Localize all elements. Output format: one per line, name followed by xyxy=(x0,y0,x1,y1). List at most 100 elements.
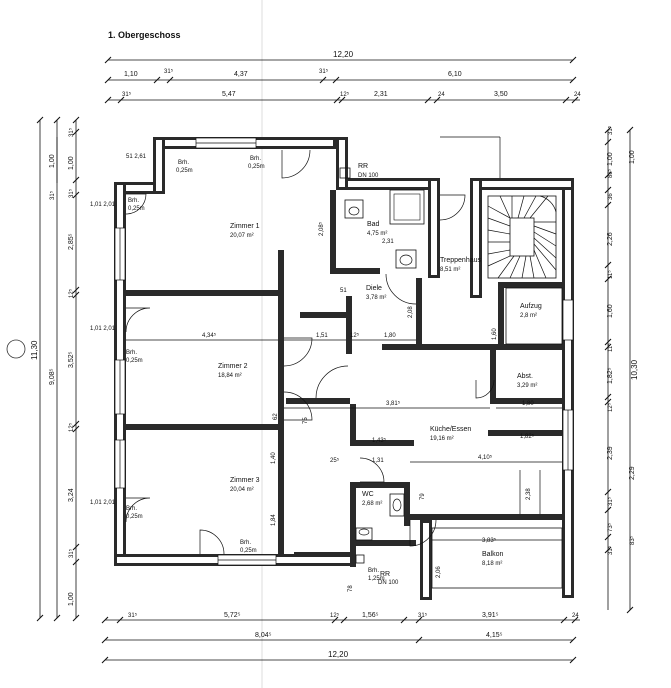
dim-bot-r2-2: 4,15⁵ xyxy=(486,632,503,639)
dn-label-bottom: DN 100 xyxy=(378,580,399,586)
brh-4-val: 0,25m xyxy=(126,358,143,364)
dim-top-r3-3: 12⁵ xyxy=(340,91,350,98)
staircase xyxy=(487,195,557,279)
room-area-kueche: 19,16 m² xyxy=(430,436,454,442)
dim-top-r3-2: 5,47 xyxy=(222,91,236,98)
idim-21: 62 xyxy=(273,413,279,420)
room-name-balkon: Balkon xyxy=(482,551,504,558)
room-area-balkon: 8,18 m² xyxy=(482,561,502,567)
dim-top-total: 12,20 xyxy=(333,50,354,59)
brh-3: Brh. xyxy=(128,198,139,204)
dim-right-outer: 10,30 xyxy=(630,359,639,380)
window-label-5: 1,01 2,01 xyxy=(90,500,116,506)
room-area-zimmer1: 20,07 m² xyxy=(230,233,254,239)
room-name-treppenhaus: Treppenhaus xyxy=(440,257,481,264)
dim-right-m-3: 83⁵ xyxy=(629,535,636,545)
dim-left-i-8: 3,24 xyxy=(68,488,75,502)
dim-right-i-9: 1,82⁵ xyxy=(607,367,614,384)
dim-right-m-1: 1,00 xyxy=(629,150,636,164)
dim-top-r3-6: 3,50 xyxy=(494,91,508,98)
idim-10: 3,83⁵ xyxy=(482,537,497,544)
brh-1: Brh. xyxy=(178,160,189,166)
idim-20: 79 xyxy=(420,493,426,500)
bath-fixtures xyxy=(339,167,425,564)
dim-bot-6: 3,91⁵ xyxy=(482,612,499,619)
idim-12: 2,08⁵ xyxy=(318,221,325,236)
idim-13: 2,08 xyxy=(408,306,414,318)
dim-top-r3-7: 24 xyxy=(574,92,581,98)
dim-left-i-2: 1,00 xyxy=(68,156,75,170)
dim-right-i-2: 1,00 xyxy=(607,152,614,166)
dim-left-outer-2: 11,30 xyxy=(30,340,39,360)
brh-5: Brh. xyxy=(126,506,137,512)
dim-bot-3: 12⁵ xyxy=(330,612,340,619)
window-label-8: 51 2,61 xyxy=(126,154,147,160)
dn-label-top: DN 100 xyxy=(358,173,379,179)
elevator-balcony xyxy=(431,287,563,589)
dim-bot-2: 5,72⁵ xyxy=(224,612,241,619)
window-label-4: 1,01 2,01 xyxy=(90,326,116,332)
room-area-treppenhaus: 8,51 m² xyxy=(440,267,460,273)
brh-3-val: 0,25m xyxy=(128,206,145,212)
idim-8: 4,10⁵ xyxy=(478,454,493,461)
idim-9: 1,82⁵ xyxy=(520,433,535,440)
dim-right-i-14: 31⁵ xyxy=(607,545,614,555)
dim-left-i-7: 12⁵ xyxy=(68,422,75,432)
dim-right-i-13: 73⁵ xyxy=(607,522,614,532)
dim-left-i-5: 12⁵ xyxy=(68,288,75,298)
room-name-wc: WC xyxy=(362,491,374,498)
idim-24: 25⁵ xyxy=(330,457,340,464)
punch-hole xyxy=(6,339,26,359)
idim-11: 2,31 xyxy=(382,239,394,245)
brh-6-val: 0,25m xyxy=(240,548,257,554)
notes: RR DN 100 RR DN 100 Brh. 0,25m Brh. 0,25… xyxy=(90,154,399,586)
inner-dimensions: 4,34⁵ 1,51 1,80 3,81⁵ 1,80 1,31 1,43⁵ 4,… xyxy=(126,221,562,592)
windows xyxy=(114,137,574,566)
room-area-diele: 3,78 m² xyxy=(366,295,386,301)
idim-5: 1,80 xyxy=(522,401,534,407)
dim-top-1: 1,10 xyxy=(124,71,138,78)
dim-bot-5: 31⁵ xyxy=(418,612,428,619)
room-name-aufzug: Aufzug xyxy=(520,303,542,310)
top-dimensions: 12,20 1,10 31⁵ 4,37 31⁵ 6,10 31⁵ 5,47 12… xyxy=(104,50,581,104)
dim-right-i-5: 2,26 xyxy=(607,232,614,246)
idim-16: 2,06 xyxy=(436,566,442,578)
dim-top-r3-1: 31⁵ xyxy=(122,91,132,98)
dim-bot-7: 24 xyxy=(572,613,579,619)
interior-walls xyxy=(126,190,562,567)
dim-right-i-11: 2,39 xyxy=(607,446,614,460)
room-area-wc: 2,68 m² xyxy=(362,501,382,507)
dim-top-r3-5: 24 xyxy=(438,92,445,98)
dim-left-i-9: 31⁵ xyxy=(68,548,75,558)
brh-7: Brh. xyxy=(368,568,379,574)
dim-left-i-3: 31⁵ xyxy=(68,188,75,198)
window-label-1: 1,01 2,01 xyxy=(90,202,116,208)
room-name-zimmer3: Zimmer 3 xyxy=(230,477,260,484)
room-area-aufzug: 2,8 m² xyxy=(520,313,537,319)
idim-22: 78 xyxy=(348,585,354,592)
dim-right-i-12: 31⁵ xyxy=(607,496,614,506)
dim-bot-r2-1: 8,04⁵ xyxy=(255,632,272,639)
dim-right-i-1: 31⁵ xyxy=(607,125,614,135)
brh-7-val: 1,25m xyxy=(368,576,385,582)
idim-17: 2,38 xyxy=(526,488,532,500)
room-area-bad: 4,75 m² xyxy=(367,231,387,237)
brh-6: Brh. xyxy=(240,540,251,546)
room-name-kueche: Küche/Essen xyxy=(430,426,471,433)
room-name-abst: Abst. xyxy=(517,373,533,380)
dim-right-i-7: 1,60 xyxy=(607,304,614,318)
bottom-dimensions: 31⁵ 5,72⁵ 12⁵ 1,56⁵ 31⁵ 3,91⁵ 24 8,04⁵ 4… xyxy=(101,612,580,664)
plan-title: 1. Obergeschoss xyxy=(108,30,181,40)
idim-3: 1,80 xyxy=(384,333,396,339)
dim-left-m-1: 1,00 xyxy=(49,154,56,168)
dim-bot-total: 12,20 xyxy=(328,650,349,659)
room-name-diele: Diele xyxy=(366,285,382,292)
dim-right-m-2: 2,29 xyxy=(629,466,636,480)
room-name-bad: Bad xyxy=(367,221,380,228)
idim-18: 1,60 xyxy=(492,328,498,340)
room-area-zimmer3: 20,04 m² xyxy=(230,487,254,493)
idim-23: 12⁵ xyxy=(350,332,360,339)
room-area-zimmer2: 18,84 m² xyxy=(218,373,242,379)
dim-top-2: 31⁵ xyxy=(164,68,174,75)
dim-top-5: 6,10 xyxy=(448,71,462,78)
